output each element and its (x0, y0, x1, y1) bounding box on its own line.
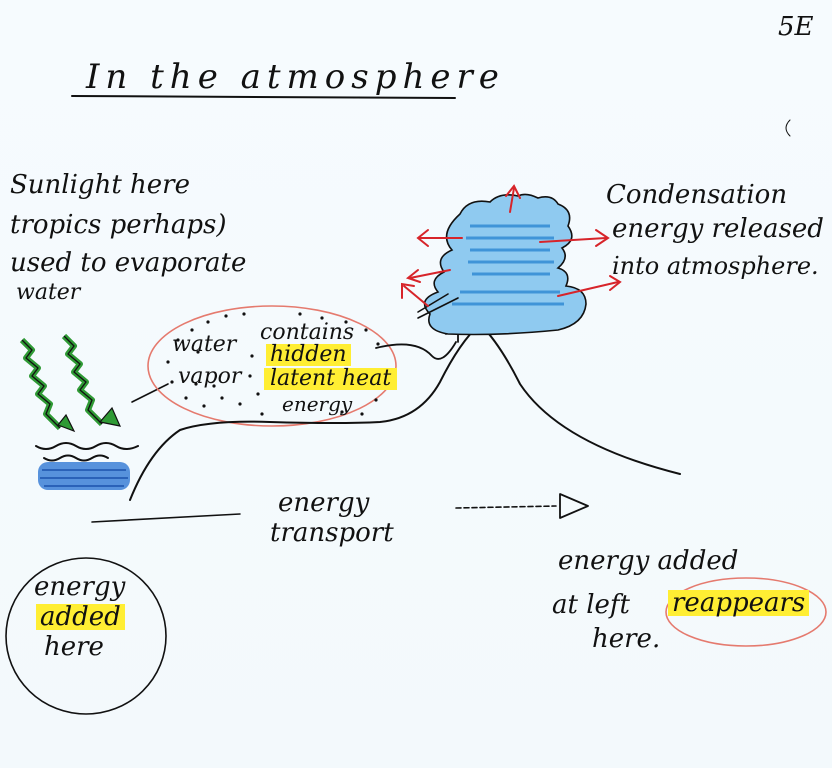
ocean-icon (35, 442, 139, 490)
cloud-icon (417, 193, 587, 336)
sunlight-line-4: water (16, 280, 81, 305)
vapor-energy: energy (282, 392, 353, 416)
vapor-hidden: hidden (266, 344, 351, 366)
energy-added-circle (5, 557, 167, 715)
condensation-line-3: into atmosphere. (612, 252, 819, 280)
sunlight-line-3: used to evaporate (10, 248, 247, 278)
energy-added-line-2: added (36, 604, 125, 630)
transport-line-1: energy (278, 488, 370, 518)
transport-arrowhead (559, 493, 589, 519)
connector-line (131, 383, 169, 403)
vapor-latent-heat: latent heat (264, 368, 398, 390)
condensation-line-1: Condensation (606, 180, 788, 210)
reappears-line-2b: reappears (668, 590, 810, 616)
page-number: 5E (778, 12, 814, 42)
reappears-line-2a: at left (552, 590, 630, 620)
vapor-dots (166, 312, 384, 416)
energy-added-line-3: here (44, 632, 104, 662)
sunlight-line-2: tropics perhaps) (10, 210, 227, 240)
vapor-contains: contains (260, 320, 355, 345)
vapor-vapor: vapor (178, 364, 242, 389)
condensation-line-2: energy released (612, 214, 824, 244)
vapor-bubble-outline (147, 305, 397, 427)
reappears-line-1: energy added (558, 546, 739, 576)
vapor-water: water (172, 332, 237, 357)
transport-line-2: transport (270, 518, 394, 548)
transport-line (91, 513, 241, 523)
rising-arrow (375, 341, 457, 360)
reappears-line-3: here. (592, 624, 661, 654)
energy-added-line-1: energy (34, 572, 126, 602)
transport-arrow (455, 505, 557, 509)
sun-rays-icon (19, 333, 122, 433)
heat-release-arrows (401, 184, 622, 307)
margin-mark (785, 119, 791, 137)
reappears-circle (665, 577, 827, 647)
sunlight-line-1: Sunlight here (10, 170, 190, 200)
title-underline (71, 95, 456, 99)
terrain-line (129, 323, 681, 501)
page-title: In the atmosphere (86, 57, 505, 97)
